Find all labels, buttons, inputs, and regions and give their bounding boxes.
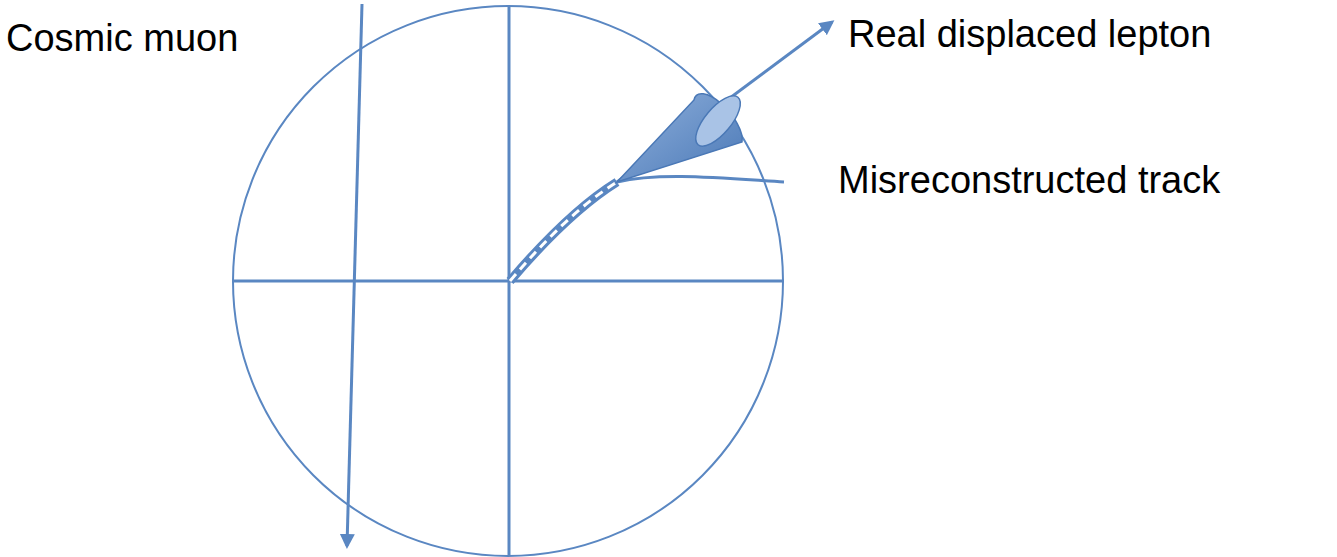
cone-opening xyxy=(688,89,748,153)
track-label: Cosmic muon xyxy=(6,18,238,60)
detector-outline xyxy=(233,6,783,556)
misreconstructed-track xyxy=(617,177,784,182)
dashed-track xyxy=(510,182,617,281)
cosmic-muon-track xyxy=(347,4,362,546)
track-label: Real displaced lepton xyxy=(848,14,1211,56)
lepton-track xyxy=(617,22,832,182)
dashed-track xyxy=(510,182,617,281)
track-label: Misreconstructed track xyxy=(838,160,1220,202)
